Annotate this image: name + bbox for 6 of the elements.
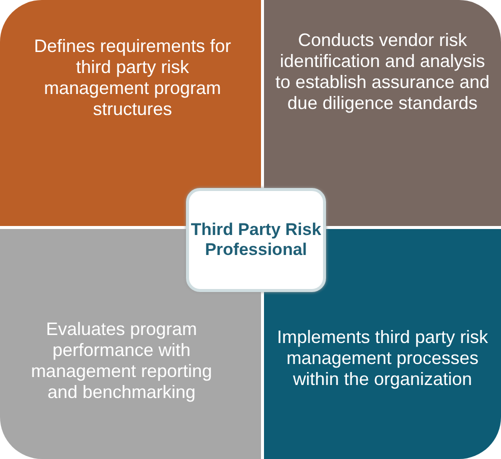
panel-text: Defines requirements for third party risk management program structures (32, 36, 232, 120)
center-box (186, 188, 326, 292)
panel-text: Implements third party risk management processes within the organization (276, 327, 490, 390)
panel-text: Evaluates program performance with management reporting and benchmarking (30, 319, 214, 403)
panel-text: Conducts vendor risk identification and analysis to establish assurance and due diligence standards (274, 30, 491, 114)
center-title: Third Party Risk Professional (190, 220, 322, 260)
